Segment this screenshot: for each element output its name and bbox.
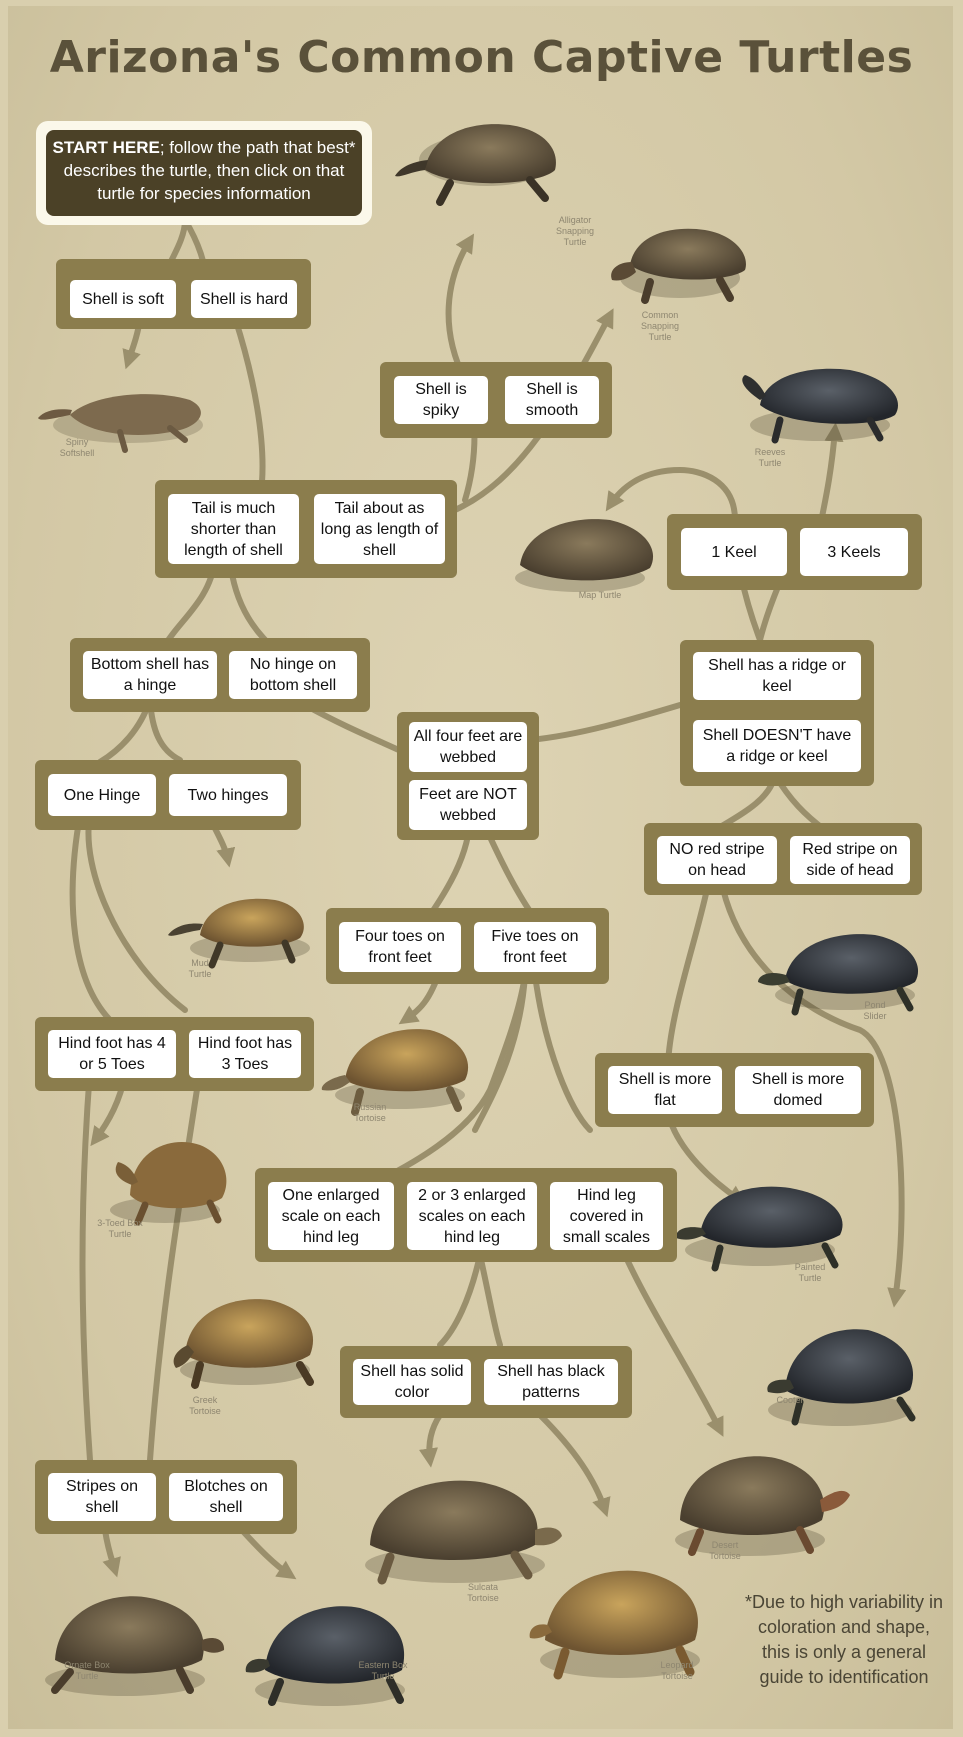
greek-tortoise[interactable] bbox=[174, 1299, 313, 1385]
choice-two-three-scales[interactable]: 2 or 3 enlarged scales on each hind leg bbox=[407, 1182, 537, 1250]
cooter[interactable] bbox=[767, 1329, 913, 1426]
choice-shell-flat[interactable]: Shell is more flat bbox=[608, 1066, 722, 1114]
choice-hind-4-5-toes[interactable]: Hind foot has 4 or 5 Toes bbox=[48, 1030, 176, 1078]
choice-stripes[interactable]: Stripes on shell bbox=[48, 1473, 156, 1521]
choice-hind-3-toes[interactable]: Hind foot has 3 Toes bbox=[189, 1030, 301, 1078]
choice-no-hinge[interactable]: No hinge on bottom shell bbox=[229, 651, 357, 699]
label-three-toed[interactable]: 3-Toed Box Turtle bbox=[85, 1218, 155, 1240]
choice-bottom-hinge[interactable]: Bottom shell has a hinge bbox=[83, 651, 217, 699]
label-reeves[interactable]: Reeves Turtle bbox=[745, 447, 795, 469]
choice-no-ridge-keel[interactable]: Shell DOESN'T have a ridge or keel bbox=[693, 720, 861, 772]
reeves-turtle[interactable] bbox=[742, 369, 898, 441]
label-desert[interactable]: Desert Tortoise bbox=[700, 1540, 750, 1562]
choice-four-toes[interactable]: Four toes on front feet bbox=[339, 922, 461, 972]
label-alligator[interactable]: Alligator Snapping Turtle bbox=[545, 215, 605, 248]
label-eastern[interactable]: Eastern Box Turtle bbox=[358, 1660, 408, 1682]
label-leopard[interactable]: Leopard Tortoise bbox=[652, 1660, 702, 1682]
choice-no-red-stripe[interactable]: NO red stripe on head bbox=[657, 836, 777, 884]
label-softshell[interactable]: Spiny Softshell bbox=[52, 437, 102, 459]
label-mud[interactable]: Mud Turtle bbox=[180, 958, 220, 980]
choice-solid-color[interactable]: Shell has solid color bbox=[353, 1359, 471, 1405]
choice-three-keels[interactable]: 3 Keels bbox=[800, 528, 908, 576]
start-bold: START HERE bbox=[53, 138, 160, 157]
sulcata-tortoise[interactable] bbox=[365, 1481, 562, 1583]
choice-one-hinge[interactable]: One Hinge bbox=[48, 774, 156, 816]
label-common-snapping[interactable]: Common Snapping Turtle bbox=[630, 310, 690, 343]
choice-red-stripe[interactable]: Red stripe on side of head bbox=[790, 836, 910, 884]
choice-black-patterns[interactable]: Shell has black patterns bbox=[484, 1359, 618, 1405]
three-toed-box-turtle[interactable] bbox=[110, 1142, 226, 1223]
label-painted[interactable]: Painted Turtle bbox=[790, 1262, 830, 1284]
label-map[interactable]: Map Turtle bbox=[565, 590, 635, 601]
eastern-box-turtle[interactable] bbox=[246, 1606, 405, 1706]
alligator-snapping-turtle[interactable] bbox=[395, 124, 556, 202]
choice-tail-short[interactable]: Tail is much shorter than length of shel… bbox=[168, 494, 299, 564]
choice-shell-domed[interactable]: Shell is more domed bbox=[735, 1066, 861, 1114]
label-cooter[interactable]: Cooter bbox=[770, 1395, 810, 1406]
choice-one-enlarged-scale[interactable]: One enlarged scale on each hind leg bbox=[268, 1182, 394, 1250]
start-instructions: START HERE; follow the path that best* d… bbox=[46, 130, 362, 216]
choice-two-hinges[interactable]: Two hinges bbox=[169, 774, 287, 816]
russian-tortoise[interactable] bbox=[322, 1029, 468, 1112]
mud-turtle[interactable] bbox=[168, 899, 310, 965]
label-slider[interactable]: Pond Slider bbox=[855, 1000, 895, 1022]
painted-turtle[interactable] bbox=[676, 1187, 843, 1268]
page-title: Arizona's Common Captive Turtles bbox=[0, 32, 963, 83]
choice-shell-soft[interactable]: Shell is soft bbox=[70, 280, 176, 318]
label-ornate[interactable]: Ornate Box Turtle bbox=[62, 1660, 112, 1682]
label-sulcata[interactable]: Sulcata Tortoise bbox=[458, 1582, 508, 1604]
choice-tail-long[interactable]: Tail about as long as length of shell bbox=[314, 494, 445, 564]
choice-all-webbed[interactable]: All four feet are webbed bbox=[409, 722, 527, 772]
choice-small-scales[interactable]: Hind leg covered in small scales bbox=[550, 1182, 663, 1250]
label-greek[interactable]: Greek Tortoise bbox=[180, 1395, 230, 1417]
common-snapping-turtle[interactable] bbox=[611, 229, 746, 300]
label-russian[interactable]: Russian Tortoise bbox=[345, 1102, 395, 1124]
choice-ridge-keel[interactable]: Shell has a ridge or keel bbox=[693, 652, 861, 700]
choice-five-toes[interactable]: Five toes on front feet bbox=[474, 922, 596, 972]
choice-blotches[interactable]: Blotches on shell bbox=[169, 1473, 283, 1521]
map-turtle[interactable] bbox=[515, 519, 653, 592]
choice-shell-hard[interactable]: Shell is hard bbox=[191, 280, 297, 318]
footnote: *Due to high variability in coloration a… bbox=[744, 1590, 944, 1690]
choice-one-keel[interactable]: 1 Keel bbox=[681, 528, 787, 576]
choice-shell-smooth[interactable]: Shell is smooth bbox=[505, 376, 599, 424]
choice-shell-spiky[interactable]: Shell is spiky bbox=[394, 376, 488, 424]
choice-not-webbed[interactable]: Feet are NOT webbed bbox=[409, 780, 527, 830]
